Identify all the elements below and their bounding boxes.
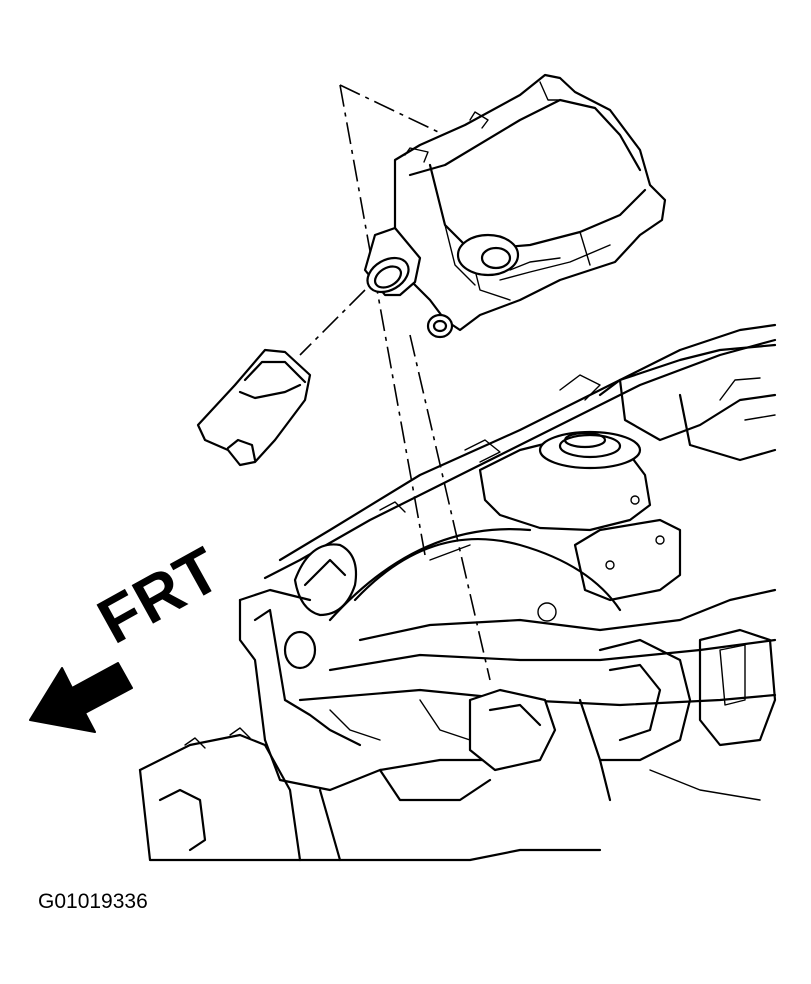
air-cleaner-housing	[363, 73, 667, 339]
figure-id: G01019336	[38, 890, 148, 913]
arrow-left-down-icon	[29, 662, 133, 733]
duct-seal	[196, 348, 312, 467]
body-structure	[138, 323, 777, 862]
